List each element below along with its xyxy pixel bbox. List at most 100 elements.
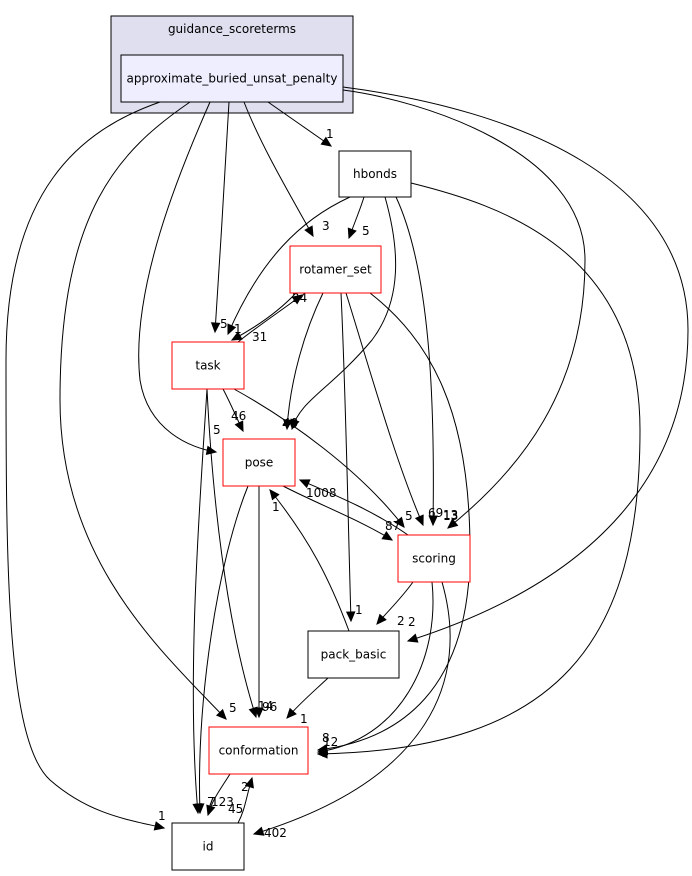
edge-approximate-buried-unsat-penalty-to-pack-basic-line [342, 86, 689, 642]
edge-hbonds-to-pose[interactable]: 40 [282, 196, 397, 431]
edge-rotamer-set-to-task-arrowhead [230, 331, 243, 341]
edge-hbonds-to-pose-arrowhead [290, 418, 300, 431]
edge-task-to-scoring[interactable]: 5 [233, 388, 413, 528]
edge-pose-to-scoring-arrowhead [381, 530, 394, 541]
edge-scoring-to-conformation-count: 9 [321, 746, 329, 760]
edge-approximate-buried-unsat-penalty-to-hbonds[interactable]: 1 [267, 101, 334, 147]
edge-approximate-buried-unsat-penalty-to-scoring[interactable]: 13 [342, 89, 586, 529]
edge-approximate-buried-unsat-penalty-to-conformation-line [59, 101, 227, 720]
edge-scoring-to-pack-basic[interactable]: 2 [376, 581, 414, 628]
edge-hbonds-to-pose-line [291, 196, 397, 430]
node-scoring-box [397, 534, 471, 583]
edge-task-to-pose[interactable]: 46 [222, 388, 246, 433]
edge-task-to-rotamer-set[interactable]: 24 [237, 291, 307, 343]
edge-hbonds-to-scoring-count: 13 [443, 508, 458, 522]
edge-task-to-conformation-line [206, 388, 257, 718]
edge-rotamer-set-to-pack-basic-arrowhead [345, 611, 356, 623]
edge-rotamer-set-to-scoring[interactable]: 69 [345, 292, 443, 527]
node-task-box [171, 341, 245, 390]
edge-approximate-buried-unsat-penalty-to-conformation[interactable]: 5 [59, 101, 237, 720]
edge-scoring-to-conformation-arrowhead [316, 745, 329, 756]
edge-rotamer-set-to-scoring-line [345, 292, 424, 526]
node-rotamer-set-box [289, 245, 382, 294]
edge-approximate-buried-unsat-penalty-to-scoring-line [342, 89, 586, 529]
edge-scoring-to-pose[interactable]: 1008 [298, 479, 409, 536]
edge-approximate-buried-unsat-penalty-to-id-arrowhead [153, 821, 166, 831]
edge-rotamer-set-to-pose[interactable]: 40 [282, 292, 324, 431]
edge-id-to-conformation-count: 2 [241, 780, 249, 794]
edge-task-to-rotamer-set-arrowhead [291, 294, 303, 305]
edge-pose-to-id-count: 123 [211, 795, 234, 809]
edge-approximate-buried-unsat-penalty-to-id[interactable]: 1 [5, 101, 166, 831]
edge-conformation-to-id-count: 45 [228, 802, 243, 816]
edge-conformation-to-id[interactable]: 45 [206, 773, 243, 817]
node-id[interactable]: id [171, 822, 245, 871]
node-scoring[interactable]: scoring [397, 534, 471, 583]
node-scoring-label: scoring [412, 552, 456, 566]
edge-hbonds-to-rotamer-set[interactable]: 5 [347, 196, 370, 240]
edge-approximate-buried-unsat-penalty-to-pack-basic-count: 2 [408, 615, 416, 629]
node-hbonds[interactable]: hbonds [338, 150, 412, 198]
edge-approximate-buried-unsat-penalty-to-pose[interactable]: 5 [138, 101, 221, 455]
node-task[interactable]: task [171, 341, 245, 390]
edge-approximate-buried-unsat-penalty-to-pack-basic[interactable]: 2 [342, 86, 689, 643]
edge-approximate-buried-unsat-penalty-to-rotamer-set[interactable]: 3 [243, 101, 330, 238]
node-id-box [171, 822, 245, 871]
edge-pack-basic-to-conformation-count: 1 [300, 712, 308, 726]
edge-conformation-to-id-arrowhead [206, 804, 216, 817]
node-conformation-label: conformation [219, 744, 299, 758]
edge-rotamer-set-to-scoring-count: 69 [428, 506, 443, 520]
edge-pose-to-id[interactable]: 123 [194, 485, 249, 815]
edge-approximate-buried-unsat-penalty-to-task-line [214, 101, 230, 333]
edge-task-to-conformation[interactable]: 14 [206, 388, 273, 719]
edge-hbonds-to-task-arrowhead [227, 323, 237, 336]
edge-approximate-buried-unsat-penalty-to-task-count: 5 [220, 317, 228, 331]
edge-id-to-conformation[interactable]: 2 [237, 776, 254, 824]
edge-rotamer-set-to-scoring-arrowhead [414, 514, 424, 527]
edge-approximate-buried-unsat-penalty-to-id-line [5, 101, 165, 829]
edge-approximate-buried-unsat-penalty-to-id-count: 1 [158, 809, 166, 823]
node-pack-basic-box [307, 630, 400, 679]
edge-scoring-to-pack-basic-count: 2 [397, 614, 405, 628]
edge-pack-basic-to-pose-arrowhead [269, 489, 280, 501]
edge-hbonds-to-rotamer-set-count: 5 [362, 224, 370, 238]
edge-rotamer-set-to-pack-basic[interactable]: 1 [340, 292, 363, 623]
edge-rotamer-set-to-task[interactable]: 31 [230, 292, 297, 344]
edge-approximate-buried-unsat-penalty-to-scoring-arrowhead [447, 518, 459, 529]
edge-task-to-scoring-arrowhead [394, 516, 405, 528]
edge-hbonds-to-scoring[interactable]: 13 [395, 196, 458, 527]
edge-pack-basic-to-pose[interactable]: 1 [269, 489, 350, 632]
node-pack-basic[interactable]: pack_basic [307, 630, 400, 679]
edge-rotamer-set-to-pose-arrowhead [282, 419, 293, 431]
edge-scoring-to-pack-basic-arrowhead [376, 613, 387, 625]
edge-pack-basic-to-conformation[interactable]: 1 [286, 677, 329, 726]
edge-pose-to-scoring-count: 87 [385, 519, 400, 533]
edge-rotamer-set-to-conformation-count: 8 [322, 731, 330, 745]
edge-approximate-buried-unsat-penalty-to-pose-line [138, 101, 217, 453]
edge-scoring-to-id[interactable]: 402 [252, 581, 451, 840]
node-pose[interactable]: pose [222, 438, 296, 487]
node-pose-box [222, 438, 296, 487]
edge-rotamer-set-to-pose-line [286, 292, 324, 430]
edge-hbonds-to-task[interactable]: 1 [227, 196, 351, 336]
node-rotamer-set-label: rotamer_set [299, 263, 372, 277]
edge-hbonds-to-task-line [227, 196, 351, 335]
node-rotamer-set[interactable]: rotamer_set [289, 245, 382, 294]
node-hbonds-box [338, 150, 412, 198]
edge-pose-to-id-line [199, 485, 249, 814]
edge-approximate-buried-unsat-penalty-to-conformation-arrowhead [215, 708, 227, 720]
edge-approximate-buried-unsat-penalty-to-rotamer-set-line [243, 101, 314, 237]
edge-approximate-buried-unsat-penalty-to-scoring-count: 13 [443, 509, 458, 523]
node-approximate-buried-unsat-penalty[interactable]: approximate_buried_unsat_penalty [120, 54, 344, 103]
edge-pose-to-conformation[interactable]: 96 [254, 486, 277, 719]
edge-approximate-buried-unsat-penalty-to-rotamer-set-arrowhead [304, 225, 314, 238]
edge-task-to-scoring-line [233, 388, 405, 528]
edge-scoring-to-conformation[interactable]: 9 [316, 581, 434, 760]
edge-approximate-buried-unsat-penalty-to-conformation-count: 5 [229, 701, 237, 715]
node-conformation[interactable]: conformation [208, 726, 309, 775]
edge-scoring-to-conformation-line [317, 581, 434, 753]
edge-approximate-buried-unsat-penalty-to-task[interactable]: 5 [210, 101, 230, 334]
edge-hbonds-to-scoring-line [395, 196, 434, 526]
edge-task-to-rotamer-set-count: 24 [292, 291, 307, 305]
